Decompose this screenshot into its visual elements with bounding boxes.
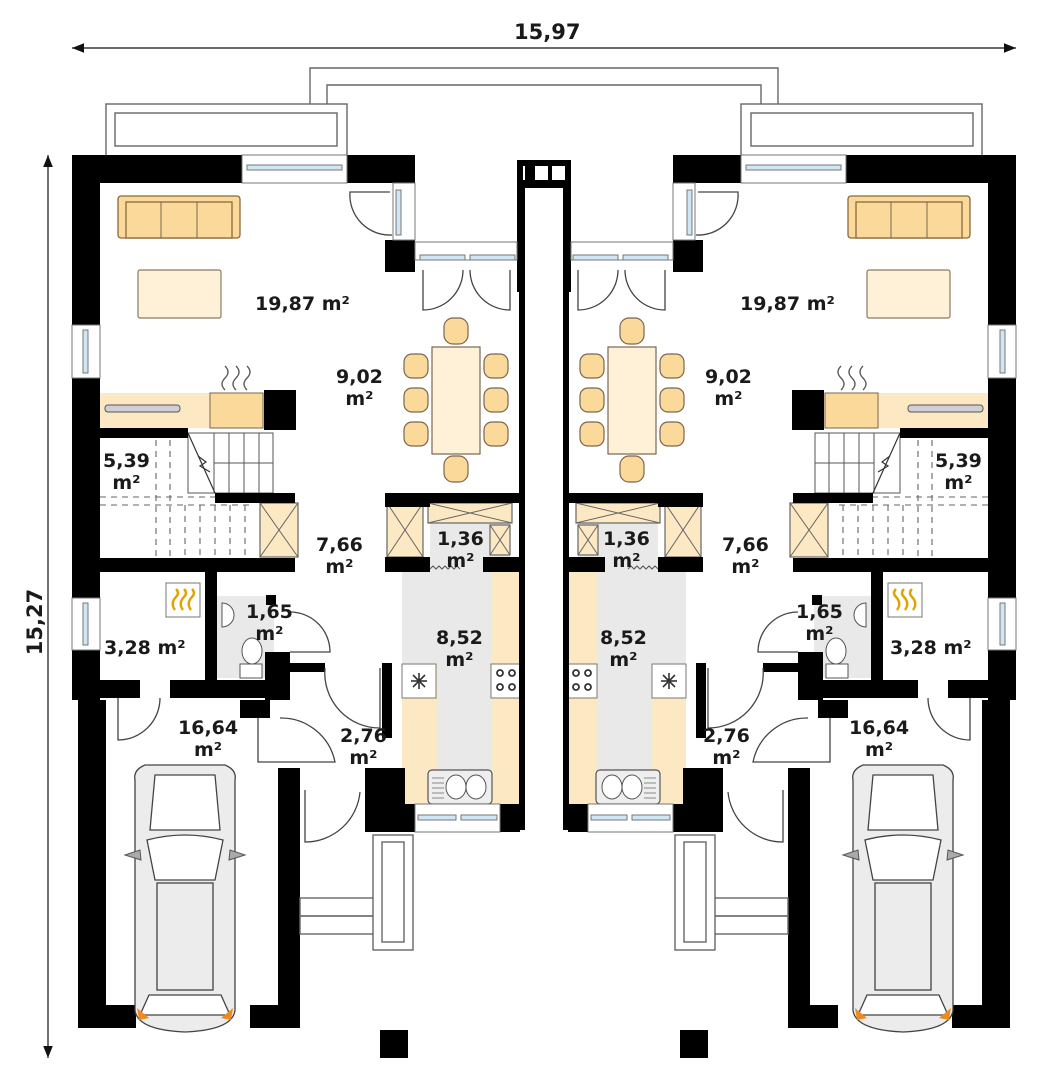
room-label-living-right: 19,87 m² [740, 293, 835, 315]
room-label-boiler-right: 3,28 m² [890, 637, 972, 659]
unit-left [70, 102, 565, 1060]
width-dimension-label: 15,97 [514, 20, 581, 44]
unit-right [523, 102, 1018, 1060]
room-label-boiler-left: 3,28 m² [104, 637, 186, 659]
depth-dimension-label: 15,27 [23, 588, 48, 656]
room-label-living-left: 19,87 m² [255, 293, 350, 315]
